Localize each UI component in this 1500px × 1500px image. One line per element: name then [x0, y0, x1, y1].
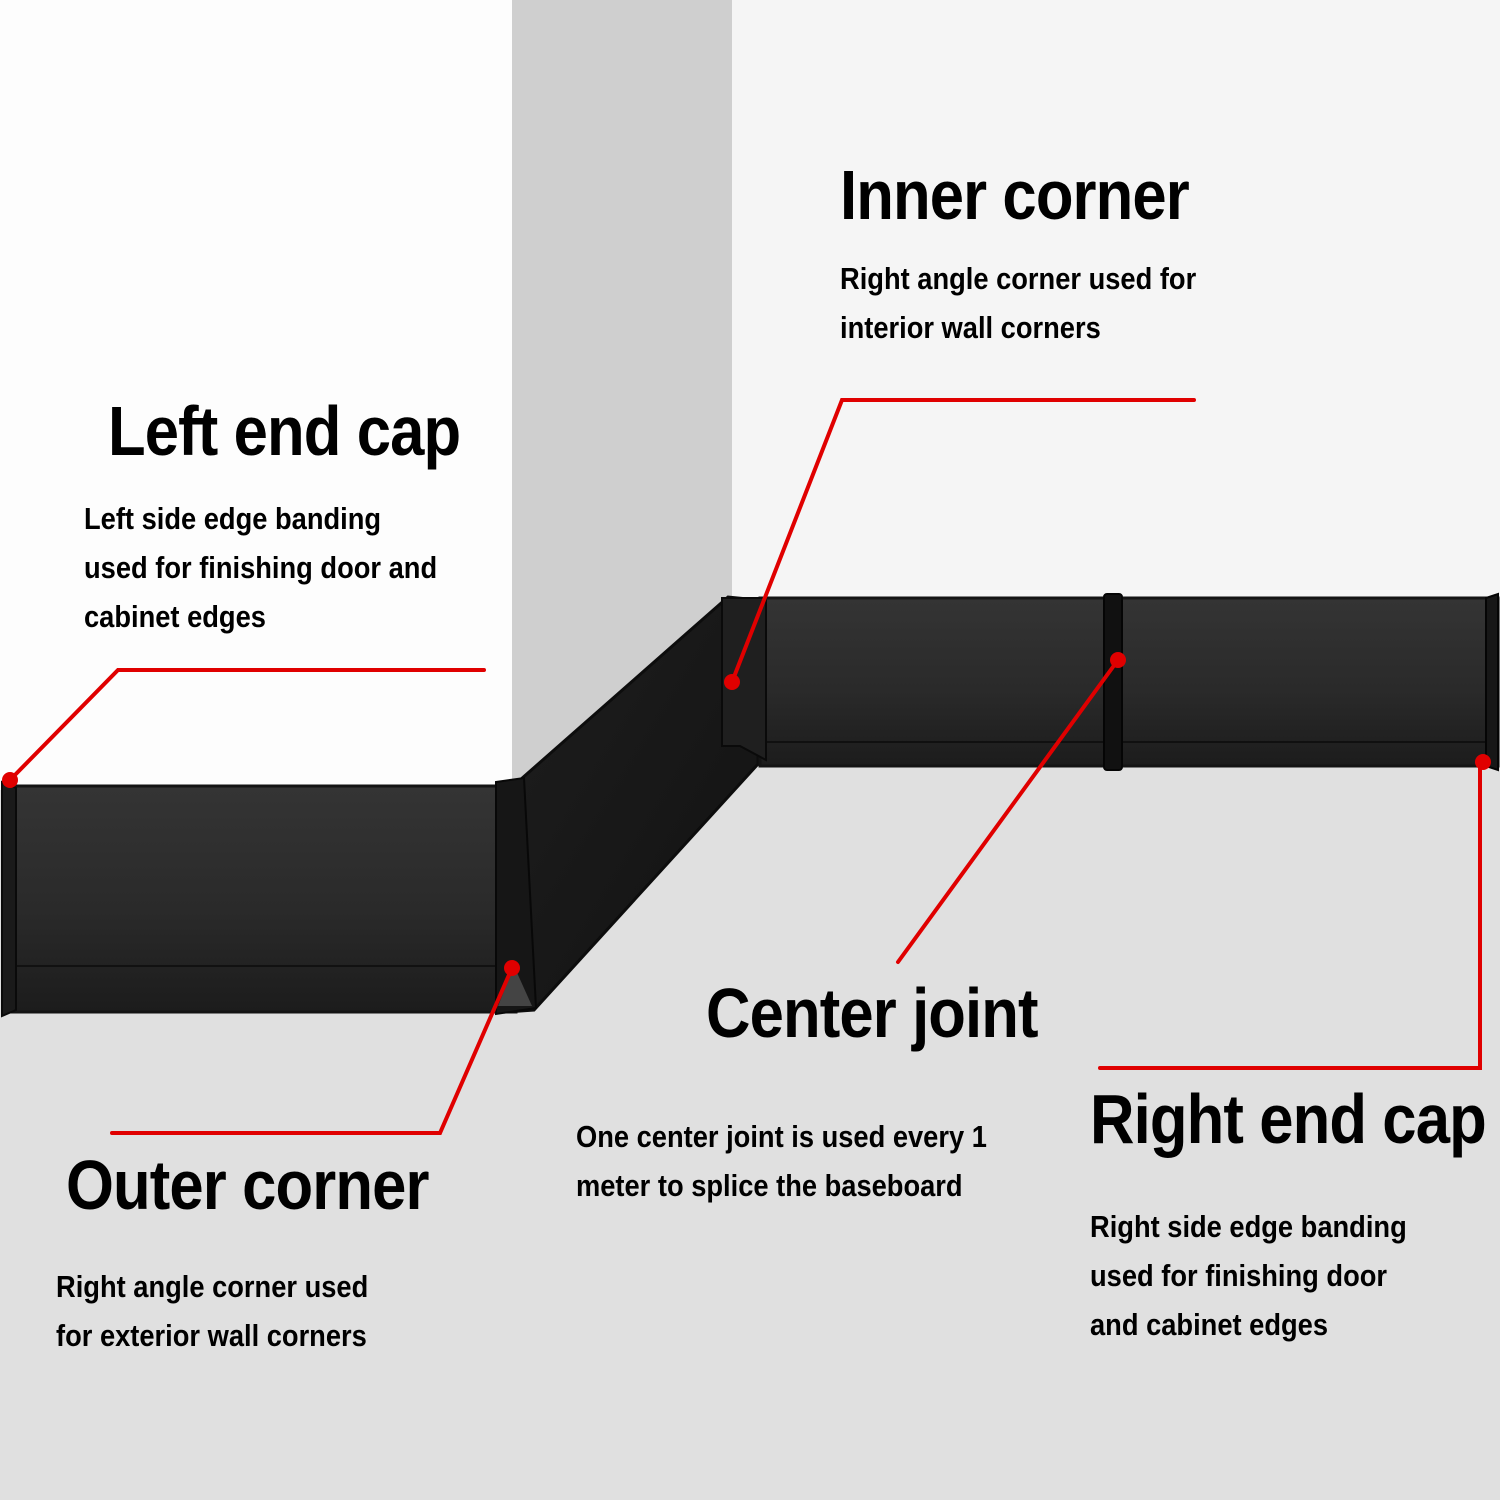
inner-corner-description-line: interior wall corners — [840, 310, 1101, 345]
inner-corner-description-line: Right angle corner used for — [840, 261, 1197, 296]
leader-line-left-end-cap — [8, 668, 486, 782]
wall-right — [732, 0, 1500, 598]
leader-dots — [2, 652, 1491, 976]
left-end-cap-description-line: cabinet edges — [84, 599, 266, 634]
left-end-cap-description: Left side edge banding used for finishin… — [84, 494, 437, 641]
left-end-cap-title: Left end cap — [108, 392, 461, 470]
inner-corner-title: Inner corner — [840, 156, 1190, 234]
right-end-cap-description: Right side edge banding used for finishi… — [1090, 1202, 1407, 1349]
right-end-cap-description-line: and cabinet edges — [1090, 1307, 1329, 1342]
right-end-cap-description-line: used for finishing door — [1090, 1258, 1388, 1293]
leader-lines — [8, 398, 1482, 1135]
dot-inner-corner — [724, 674, 740, 690]
right-end-cap-part — [1485, 592, 1499, 772]
wall-middle — [512, 0, 732, 790]
outer-corner-title: Outer corner — [66, 1146, 429, 1224]
leader-line-inner-corner — [730, 398, 1196, 684]
left-end-cap-description-line: used for finishing door and — [84, 550, 438, 585]
left-end-cap-description-line: Left side edge banding — [84, 501, 382, 536]
leader-line-center-joint — [896, 658, 1120, 964]
outer-corner-description: Right angle corner used for exterior wal… — [56, 1262, 368, 1360]
baseboard-left-segment — [2, 784, 518, 1014]
dot-center-joint — [1110, 652, 1126, 668]
center-joint-description-line: meter to splice the baseboard — [576, 1168, 963, 1203]
center-joint-description-line: One center joint is used every 1 — [576, 1119, 987, 1154]
leader-line-outer-corner — [110, 966, 514, 1135]
outer-corner-description-line: Right angle corner used — [56, 1269, 369, 1304]
outer-corner-part — [495, 776, 538, 1016]
dot-outer-corner — [504, 960, 520, 976]
center-joint-part — [1103, 593, 1123, 771]
outer-corner-notch — [498, 966, 532, 1006]
center-joint-title: Center joint — [706, 974, 1039, 1052]
dot-right-end-cap — [1475, 754, 1491, 770]
outer-corner-description-line: for exterior wall corners — [56, 1318, 367, 1353]
right-end-cap-title: Right end cap — [1090, 1080, 1487, 1158]
right-end-cap-description-line: Right side edge banding — [1090, 1209, 1407, 1244]
dot-left-end-cap — [2, 772, 18, 788]
leader-line-right-end-cap — [1098, 760, 1482, 1070]
center-joint-description: One center joint is used every 1 meter t… — [576, 1112, 987, 1210]
wall-left — [0, 0, 512, 790]
inner-corner-description: Right angle corner used for interior wal… — [840, 254, 1196, 352]
left-end-cap-part — [1, 780, 17, 1018]
baseboard-right-segment — [758, 596, 1500, 768]
inner-corner-part — [721, 597, 767, 762]
